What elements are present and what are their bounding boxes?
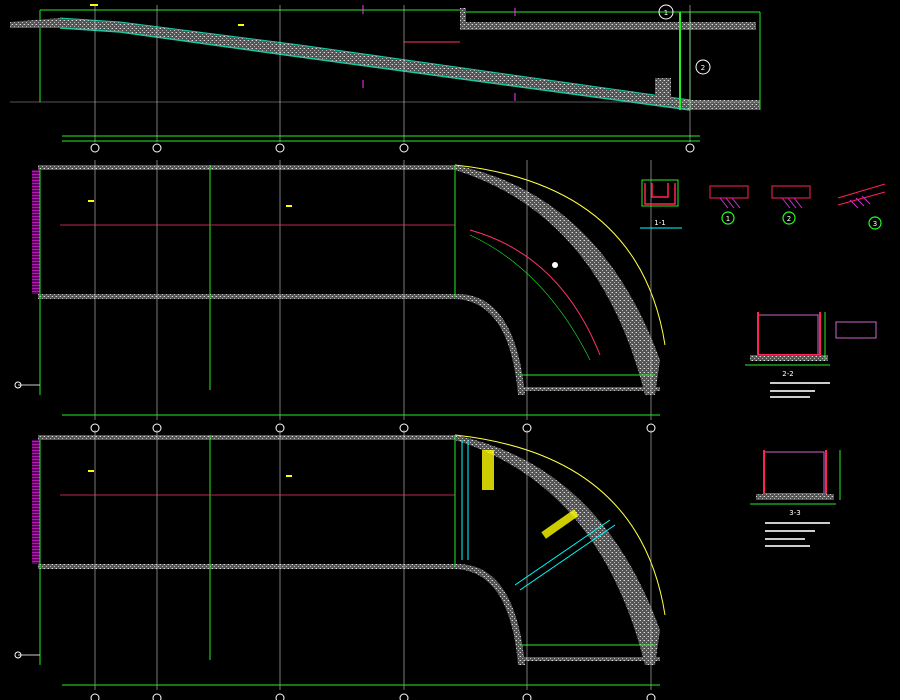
- curved-wall-inner: [455, 563, 525, 665]
- grid-bubble: [685, 143, 695, 153]
- grid-bubble: [152, 143, 162, 153]
- wall-top: [38, 435, 455, 440]
- grid-bubble: [275, 143, 285, 153]
- svg-text:2: 2: [787, 215, 791, 223]
- svg-text:2-2: 2-2: [782, 370, 793, 378]
- plan-view-upper: [14, 160, 666, 433]
- detail-node-3: 3: [837, 183, 886, 230]
- curved-wall-inner: [455, 293, 525, 395]
- joint-line: [514, 519, 611, 586]
- annotation-block: [482, 450, 494, 490]
- svg-text:2: 2: [701, 64, 705, 72]
- wall-bottom: [38, 564, 455, 569]
- grid-bubble: [90, 143, 100, 153]
- plan-view-lower: [14, 430, 666, 700]
- ramp-slab: [10, 18, 760, 110]
- detail-node-2: 2: [771, 185, 811, 225]
- centerline-curve: [469, 229, 601, 356]
- grid-bubble: [275, 693, 285, 700]
- detail-section-3-3: 3-3: [750, 450, 841, 547]
- grid-bubble: [646, 693, 656, 700]
- svg-text:1: 1: [726, 215, 730, 223]
- grid-bubble: [399, 693, 409, 700]
- grid-bubble: [152, 693, 162, 700]
- curved-wall-outer: [455, 435, 660, 665]
- curved-wall-outer: [455, 165, 660, 395]
- profile-node-mark-1: 1: [658, 4, 674, 20]
- svg-text:1: 1: [664, 9, 668, 17]
- svg-text:3-3: 3-3: [789, 509, 800, 517]
- detail-section-2-2: 2-2: [745, 312, 877, 398]
- detail-section-1-1: 1-1: [640, 179, 682, 229]
- wall-bottom: [38, 294, 455, 299]
- wall-top: [38, 165, 455, 170]
- grid-bubble: [90, 693, 100, 700]
- svg-text:1-1: 1-1: [654, 219, 665, 227]
- longitudinal-profile: 1 2: [10, 4, 761, 153]
- end-wall: [32, 440, 40, 564]
- grid-bubble: [522, 693, 532, 700]
- end-wall: [32, 170, 40, 294]
- profile-node-mark-2: 2: [695, 59, 711, 75]
- curve-outline: [454, 164, 666, 346]
- svg-text:3: 3: [873, 220, 877, 228]
- grid-bubble: [399, 143, 409, 153]
- detail-node-1: 1: [709, 185, 749, 225]
- curve-outline: [454, 434, 666, 616]
